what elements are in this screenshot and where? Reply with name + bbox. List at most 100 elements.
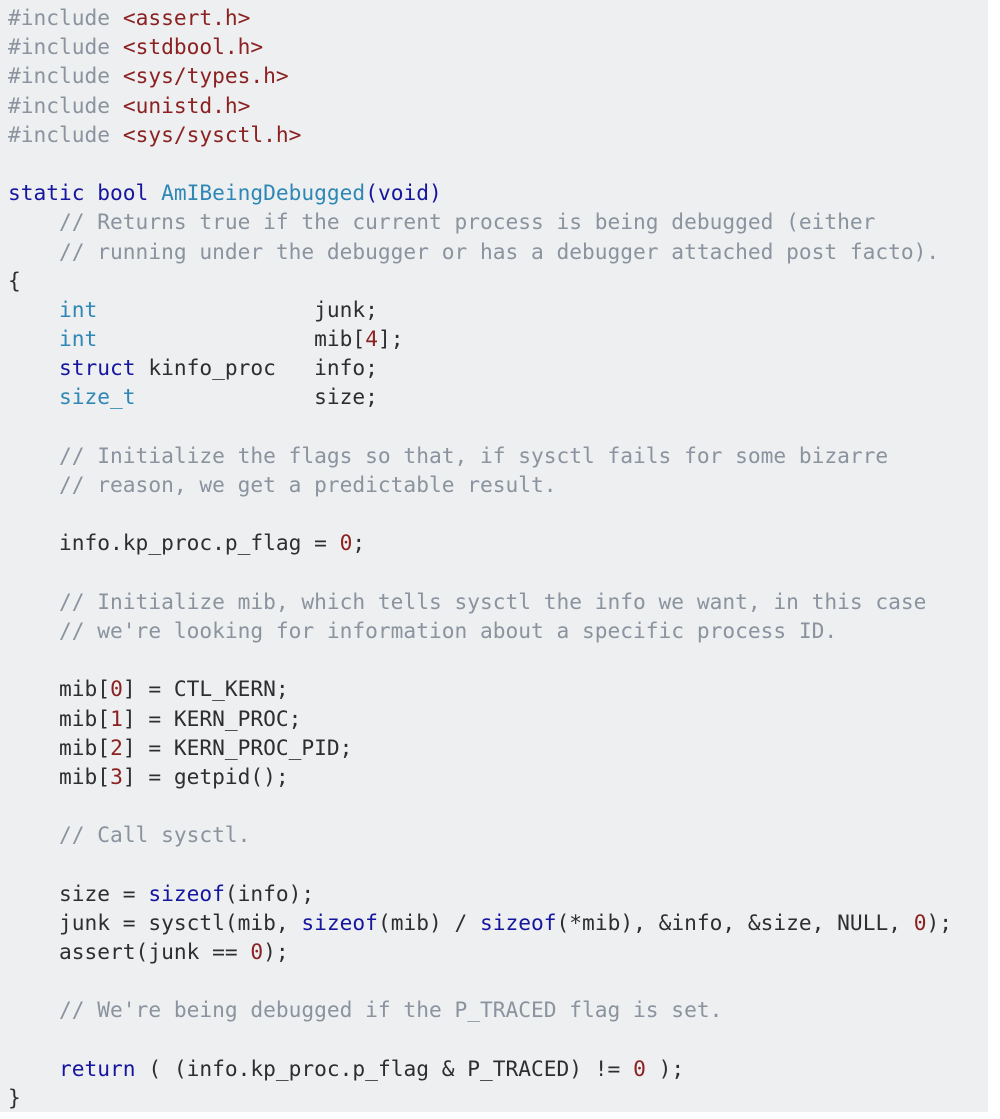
code-token-num: 0 (633, 1055, 646, 1081)
code-token-def: ); (645, 1055, 685, 1081)
code-line: // Call sysctl. (8, 820, 988, 849)
code-line: // Returns true if the current process i… (8, 207, 988, 236)
code-line: mib[1] = KERN_PROC; (8, 704, 988, 733)
code-token-def: ] = getpid(); (122, 763, 289, 789)
code-line (8, 849, 988, 878)
code-token-hdr: <stdbool.h> (122, 34, 264, 60)
code-line: #include <assert.h> (8, 3, 988, 32)
code-line: mib[3] = getpid(); (8, 762, 988, 791)
code-line (8, 558, 988, 587)
code-token-num: 4 (365, 326, 378, 352)
code-token-def: assert(junk == (8, 939, 251, 964)
code-token-cmt: // Initialize mib, which tells sysctl th… (8, 588, 927, 614)
code-token-num: 0 (339, 530, 353, 556)
code-line: junk = sysctl(mib, sizeof(mib) / sizeof(… (8, 908, 988, 937)
code-token-cmt: // we're looking for information about a… (8, 617, 838, 643)
code-token-def: { (8, 267, 21, 293)
code-token-def: junk = sysctl(mib, (8, 909, 302, 935)
code-line: static bool AmIBeingDebugged(void) (8, 178, 988, 207)
code-token-kw: (void) (365, 180, 442, 206)
code-token-def: ] = CTL_KERN; (122, 676, 289, 702)
code-token-def (8, 355, 59, 380)
code-token-def: ); (926, 909, 952, 935)
code-token-def: ( (info.kp_proc.p_flag & P_TRACED) != (135, 1055, 634, 1081)
code-token-cmt: // reason, we get a predictable result. (8, 472, 557, 497)
code-line: // Initialize mib, which tells sysctl th… (8, 587, 988, 616)
code-token-cmt: // Returns true if the current process i… (8, 209, 876, 235)
code-token-type: int (59, 296, 98, 322)
code-token-cmt: // We're being debugged if the P_TRACED … (8, 997, 723, 1023)
code-line: { (8, 266, 988, 295)
code-token-def (8, 326, 59, 351)
code-token-num: 0 (110, 676, 123, 702)
code-token-kw: sizeof (148, 880, 225, 906)
code-token-def: size; (135, 384, 378, 410)
code-line: #include <sys/sysctl.h> (8, 120, 988, 149)
code-token-def: ]; (377, 326, 404, 352)
code-token-type: size_t (59, 384, 136, 410)
code-line: struct kinfo_proc info; (8, 353, 988, 382)
code-token-cmt: // Call sysctl. (8, 822, 251, 848)
code-line: assert(junk == 0); (8, 937, 988, 966)
code-token-def: (info); (224, 880, 315, 906)
code-token-pre: #include (8, 63, 123, 89)
code-token-pre: #include (8, 121, 123, 147)
code-token-def: ] = KERN_PROC_PID; (122, 734, 353, 760)
code-line: // Initialize the flags so that, if sysc… (8, 441, 988, 470)
code-line (8, 791, 988, 820)
code-token-num: 3 (110, 763, 123, 789)
code-line: // reason, we get a predictable result. (8, 470, 988, 499)
code-token-def: (*mib), &info, &size, NULL, (556, 909, 914, 935)
code-token-num: 0 (250, 939, 264, 964)
code-token-num: 2 (110, 734, 123, 760)
code-line: mib[2] = KERN_PROC_PID; (8, 733, 988, 762)
code-token-kw: struct (59, 355, 136, 381)
code-token-def: info.kp_proc.p_flag = (8, 530, 340, 556)
code-line: // We're being debugged if the P_TRACED … (8, 995, 988, 1024)
code-line: int mib[4]; (8, 324, 988, 353)
code-line (8, 412, 988, 441)
code-token-pre: #include (8, 92, 123, 118)
code-token-hdr: <sys/sysctl.h> (122, 121, 302, 147)
code-token-def: kinfo_proc info; (135, 355, 378, 381)
code-token-cmt: // running under the debugger or has a d… (8, 238, 940, 264)
code-token-def: ] = KERN_PROC; (122, 705, 302, 731)
code-token-def: mib[ (8, 734, 111, 760)
code-line: size = sizeof(info); (8, 879, 988, 908)
code-token-def (8, 384, 59, 409)
code-token-def: (mib) / (377, 909, 480, 935)
code-line: #include <unistd.h> (8, 91, 988, 120)
code-token-def (8, 297, 59, 322)
code-token-num: 1 (110, 705, 123, 731)
code-line: #include <stdbool.h> (8, 32, 988, 61)
code-line: info.kp_proc.p_flag = 0; (8, 528, 988, 557)
code-line: // running under the debugger or has a d… (8, 237, 988, 266)
code-token-def: } (8, 1084, 21, 1110)
code-token-def: mib[ (97, 326, 366, 352)
code-token-kw: return (59, 1055, 136, 1081)
code-line (8, 1025, 988, 1054)
code-token-num: 0 (913, 909, 927, 935)
code-token-kw: static bool (8, 180, 162, 206)
code-token-pre: #include (8, 34, 123, 60)
code-token-hdr: <sys/types.h> (122, 63, 289, 89)
code-token-type: AmIBeingDebugged (161, 180, 366, 206)
code-line: } (8, 1083, 988, 1112)
code-line (8, 645, 988, 674)
code-line: size_t size; (8, 382, 988, 411)
code-line (8, 149, 988, 178)
code-token-cmt: // Initialize the flags so that, if sysc… (8, 442, 889, 468)
code-token-def: mib[ (8, 676, 111, 702)
code-token-def: size = (8, 880, 149, 906)
code-line: // we're looking for information about a… (8, 616, 988, 645)
code-token-kw: sizeof (480, 909, 557, 935)
code-token-kw: sizeof (301, 909, 378, 935)
code-line (8, 499, 988, 528)
code-token-hdr: <unistd.h> (122, 92, 251, 118)
code-token-def: junk; (97, 296, 378, 322)
code-token-type: int (59, 326, 98, 352)
code-line: int junk; (8, 295, 988, 324)
code-token-def: mib[ (8, 705, 111, 731)
